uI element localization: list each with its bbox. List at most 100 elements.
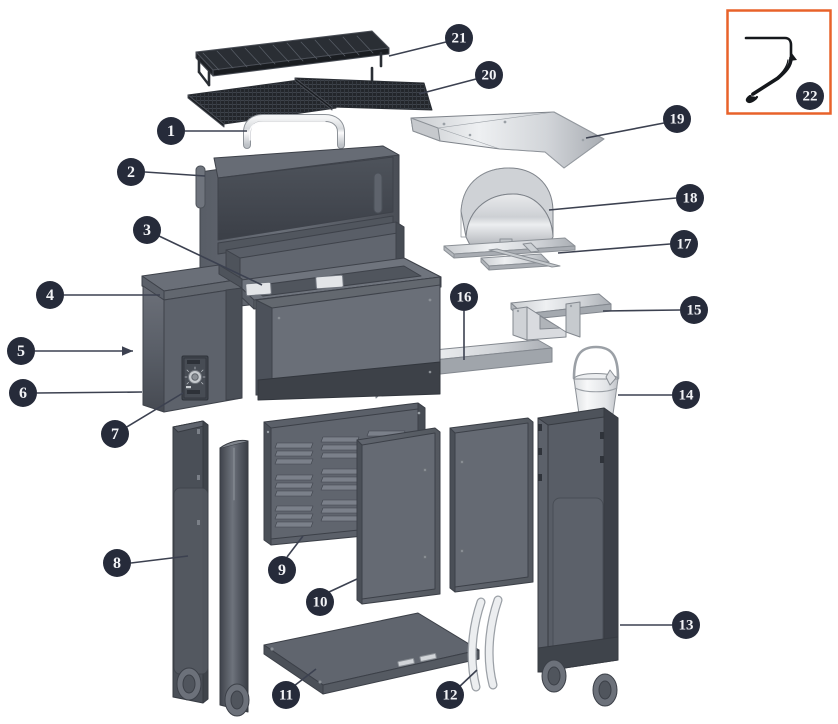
callout-circle[interactable] — [796, 82, 824, 110]
leader-line-bottom-shelf — [293, 668, 317, 687]
callout-19-grease-drip-tray[interactable]: 19 — [663, 105, 691, 133]
allen-wrench-icon — [744, 36, 797, 104]
callout-circle[interactable] — [672, 611, 700, 639]
leader-lines — [35, 41, 681, 689]
callout-number: 7 — [111, 426, 119, 443]
part-upper-warming-rack — [195, 30, 390, 87]
part-grease-drip-tray — [410, 111, 605, 169]
callout-17-shelf-support-frame[interactable]: 17 — [670, 230, 698, 258]
leader-line-door-handle-pair — [457, 669, 478, 689]
part-shelf-support-frame — [443, 237, 576, 271]
callout-14-grease-bucket[interactable]: 14 — [672, 381, 700, 409]
callout-11-bottom-shelf[interactable]: 11 — [272, 681, 300, 709]
callout-circle[interactable] — [133, 216, 161, 244]
leader-line-left-cart-side-panel — [130, 555, 189, 564]
callout-9-louvered-vent-panel[interactable]: 9 — [268, 556, 296, 584]
callout-number: 12 — [443, 688, 458, 704]
callout-circle[interactable] — [36, 281, 64, 309]
callout-circle[interactable] — [268, 556, 296, 584]
callout-number: 19 — [670, 112, 685, 128]
callout-number: 16 — [457, 290, 473, 306]
callout-18-curved-heat-shield[interactable]: 18 — [676, 184, 704, 212]
part-lid-handle — [243, 114, 345, 149]
part-right-side-shelf — [510, 293, 612, 341]
callout-number: 14 — [679, 388, 695, 404]
part-cabinet-door-panels — [356, 417, 534, 605]
callout-number: 9 — [278, 562, 286, 579]
leader-line-right-side-shelf — [602, 309, 681, 312]
leader-line-control-panel-dial — [124, 392, 184, 429]
part-left-cart-side-panel — [172, 420, 250, 717]
callout-circle[interactable] — [475, 61, 503, 89]
callout-8-left-cart-side-panel[interactable]: 8 — [103, 549, 131, 577]
callout-circle[interactable] — [157, 117, 185, 145]
part-door-handle-pair — [467, 595, 503, 692]
callout-3-lid-latch-bracket[interactable]: 3 — [133, 216, 161, 244]
callout-10-cabinet-door-panel[interactable]: 10 — [306, 588, 334, 616]
callout-circle[interactable] — [101, 420, 129, 448]
callout-number: 8 — [113, 555, 121, 572]
callout-number: 2 — [127, 164, 135, 181]
part-pellet-hopper — [141, 264, 243, 413]
callout-circle[interactable] — [680, 296, 708, 324]
callout-number: 5 — [17, 343, 25, 360]
callout-circle[interactable] — [103, 549, 131, 577]
callout-1-lid-handle[interactable]: 1 — [157, 117, 185, 145]
callout-13-right-cart-side-panel[interactable]: 13 — [672, 611, 700, 639]
callout-number: 10 — [313, 595, 328, 611]
callout-circle[interactable] — [272, 681, 300, 709]
callout-circle[interactable] — [676, 184, 704, 212]
part-cooking-grate-set — [187, 77, 433, 128]
callout-circle[interactable] — [117, 158, 145, 186]
callout-4-hopper-lid[interactable]: 4 — [36, 281, 64, 309]
callout-15-right-side-shelf[interactable]: 15 — [680, 296, 708, 324]
callout-21-upper-warming-rack[interactable]: 21 — [445, 24, 473, 52]
leader-line-upper-warming-rack — [388, 41, 447, 57]
callout-circle[interactable] — [670, 230, 698, 258]
leader-line-shelf-support-frame — [557, 243, 671, 254]
leader-line-cabinet-door-panel — [328, 578, 358, 593]
leader-line-grease-drip-tray — [585, 122, 665, 139]
callout-circle[interactable] — [306, 588, 334, 616]
callout-number: 3 — [143, 222, 151, 239]
callout-number: 6 — [19, 385, 27, 402]
part-firebox-body — [225, 221, 442, 401]
callout-2-grill-lid[interactable]: 2 — [117, 158, 145, 186]
callout-number: 13 — [679, 618, 694, 634]
leader-line-lid-latch-bracket — [158, 235, 263, 286]
callout-number: 21 — [452, 31, 467, 47]
callout-number: 18 — [683, 191, 698, 207]
callout-5-pellet-hopper-body[interactable]: 5 — [7, 337, 35, 365]
callout-number: 15 — [687, 303, 702, 319]
part-bottom-shelf — [263, 612, 480, 695]
callout-6-hopper-side-wall[interactable]: 6 — [9, 379, 37, 407]
callout-16-front-folding-shelf[interactable]: 16 — [450, 283, 478, 311]
callout-12-door-handle-pair[interactable]: 12 — [436, 681, 464, 709]
leader-line-curved-heat-shield — [548, 197, 677, 211]
callout-20-cooking-grate-set[interactable]: 20 — [475, 61, 503, 89]
callout-7-control-panel-dial[interactable]: 7 — [101, 420, 129, 448]
leader-line-grill-lid — [144, 171, 206, 177]
callout-circle[interactable] — [445, 24, 473, 52]
callout-22-allen-wrench-tool[interactable]: 22 — [796, 82, 824, 110]
callout-number: 20 — [482, 68, 497, 84]
callout-circle[interactable] — [9, 379, 37, 407]
callout-number: 22 — [803, 89, 818, 105]
callout-number: 17 — [677, 237, 693, 253]
leader-line-louvered-vent-panel — [286, 535, 304, 558]
callout-circle[interactable] — [7, 337, 35, 365]
callout-number: 11 — [279, 688, 293, 704]
callout-circle[interactable] — [436, 681, 464, 709]
callout-number: 1 — [167, 123, 175, 140]
part-curved-heat-shield — [460, 167, 554, 246]
leader-line-cooking-grate-set — [418, 78, 477, 95]
callout-circle[interactable] — [450, 283, 478, 311]
callout-circle[interactable] — [663, 105, 691, 133]
part-right-cart-side-panel — [537, 407, 619, 707]
callout-number: 4 — [46, 287, 54, 304]
callout-circle[interactable] — [672, 381, 700, 409]
